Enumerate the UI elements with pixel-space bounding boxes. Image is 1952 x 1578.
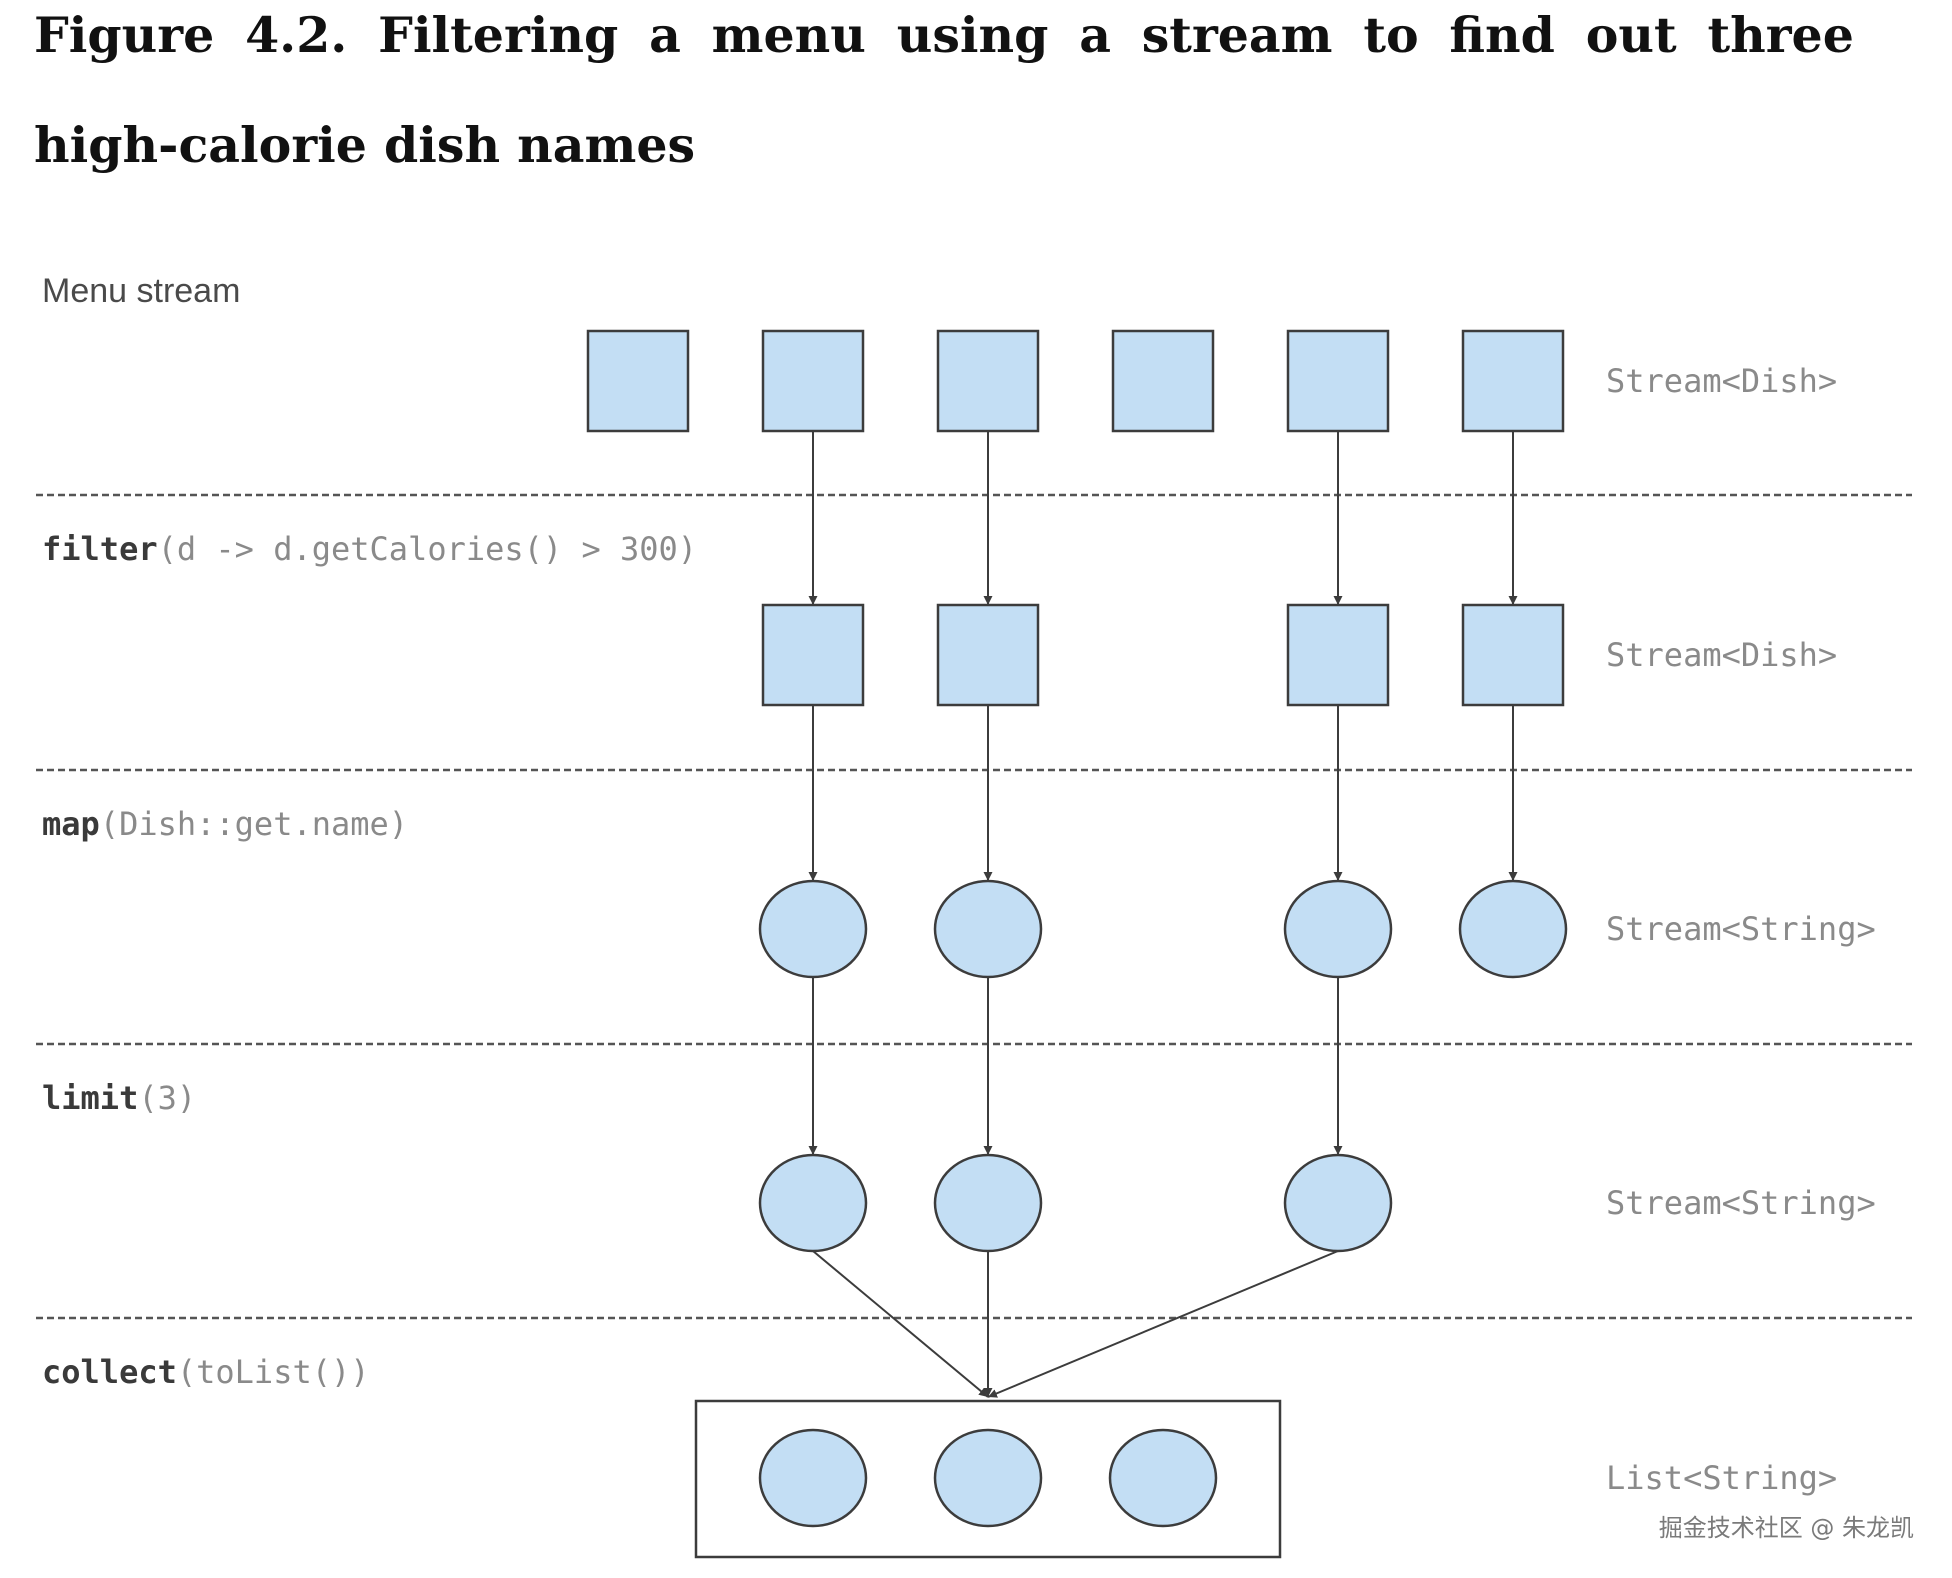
string-circle bbox=[758, 879, 868, 979]
operation-arguments: (Dish::get.name) bbox=[100, 805, 408, 843]
type-label: Stream<String> bbox=[1606, 1184, 1876, 1222]
dish-square bbox=[761, 329, 865, 433]
type-label: Stream<String> bbox=[1606, 910, 1876, 948]
dish-square bbox=[936, 329, 1040, 433]
dish-square bbox=[1286, 603, 1390, 707]
caption-word: Filtering bbox=[378, 6, 619, 64]
caption-word: menu bbox=[711, 6, 866, 64]
string-circle bbox=[758, 1153, 868, 1253]
operation-name: filter bbox=[42, 530, 158, 568]
string-circle bbox=[1108, 1428, 1218, 1528]
operation-arguments: (3) bbox=[138, 1079, 196, 1117]
pipeline-nodes bbox=[586, 329, 1568, 1528]
string-circle bbox=[933, 879, 1043, 979]
caption-word: Figure bbox=[34, 6, 215, 64]
string-circle bbox=[933, 1153, 1043, 1253]
caption-word: out bbox=[1585, 6, 1677, 64]
type-labels: Stream<Dish> Stream<Dish> Stream<String> St… bbox=[1606, 362, 1876, 1497]
caption-word: using bbox=[896, 6, 1049, 64]
collect-arrow bbox=[987, 1250, 1339, 1398]
string-circle bbox=[1283, 879, 1393, 979]
result-list-box bbox=[694, 1399, 1282, 1559]
operation-labels: filter(d -> d.getCalories() > 300) map(Di… bbox=[42, 530, 697, 1391]
operation-label-filter: filter(d -> d.getCalories() > 300) bbox=[42, 530, 697, 568]
pipeline-arrows bbox=[808, 431, 1518, 1398]
string-circle bbox=[1283, 1153, 1393, 1253]
string-circle bbox=[1458, 879, 1568, 979]
caption-line-2: high-calorie dish names bbox=[34, 116, 696, 174]
operation-label-map: map(Dish::get.name) bbox=[42, 805, 408, 843]
operation-name: collect bbox=[42, 1353, 177, 1391]
menu-stream-label: Menu stream bbox=[42, 272, 240, 310]
caption-word: a bbox=[649, 6, 681, 64]
operation-name: limit bbox=[42, 1079, 138, 1117]
caption-word: to bbox=[1363, 6, 1419, 64]
string-circle bbox=[933, 1428, 1043, 1528]
operation-label-collect: collect(toList()) bbox=[42, 1353, 370, 1391]
dish-square bbox=[761, 603, 865, 707]
dish-square bbox=[1461, 329, 1565, 433]
operation-name: map bbox=[42, 805, 100, 843]
caption-word: stream bbox=[1141, 6, 1333, 64]
dish-square bbox=[586, 329, 690, 433]
string-circle bbox=[758, 1428, 868, 1528]
operation-arguments: (toList()) bbox=[177, 1353, 370, 1391]
collect-arrow bbox=[812, 1250, 989, 1398]
dish-square bbox=[1461, 603, 1565, 707]
type-label: List<String> bbox=[1606, 1459, 1837, 1497]
type-label: Stream<Dish> bbox=[1606, 362, 1837, 400]
operation-arguments: (d -> d.getCalories() > 300) bbox=[158, 530, 697, 568]
watermark: 掘金技术社区 @ 朱龙凯 bbox=[1659, 1514, 1914, 1542]
caption-word: 4.2. bbox=[245, 6, 348, 64]
caption-word: three bbox=[1707, 6, 1854, 64]
caption-word: a bbox=[1079, 6, 1111, 64]
caption-word: find bbox=[1449, 6, 1555, 64]
dish-square bbox=[936, 603, 1040, 707]
operation-label-limit: limit(3) bbox=[42, 1079, 196, 1117]
stage-dividers bbox=[36, 493, 1912, 1320]
dish-square bbox=[1286, 329, 1390, 433]
dish-square bbox=[1111, 329, 1215, 433]
type-label: Stream<Dish> bbox=[1606, 636, 1837, 674]
